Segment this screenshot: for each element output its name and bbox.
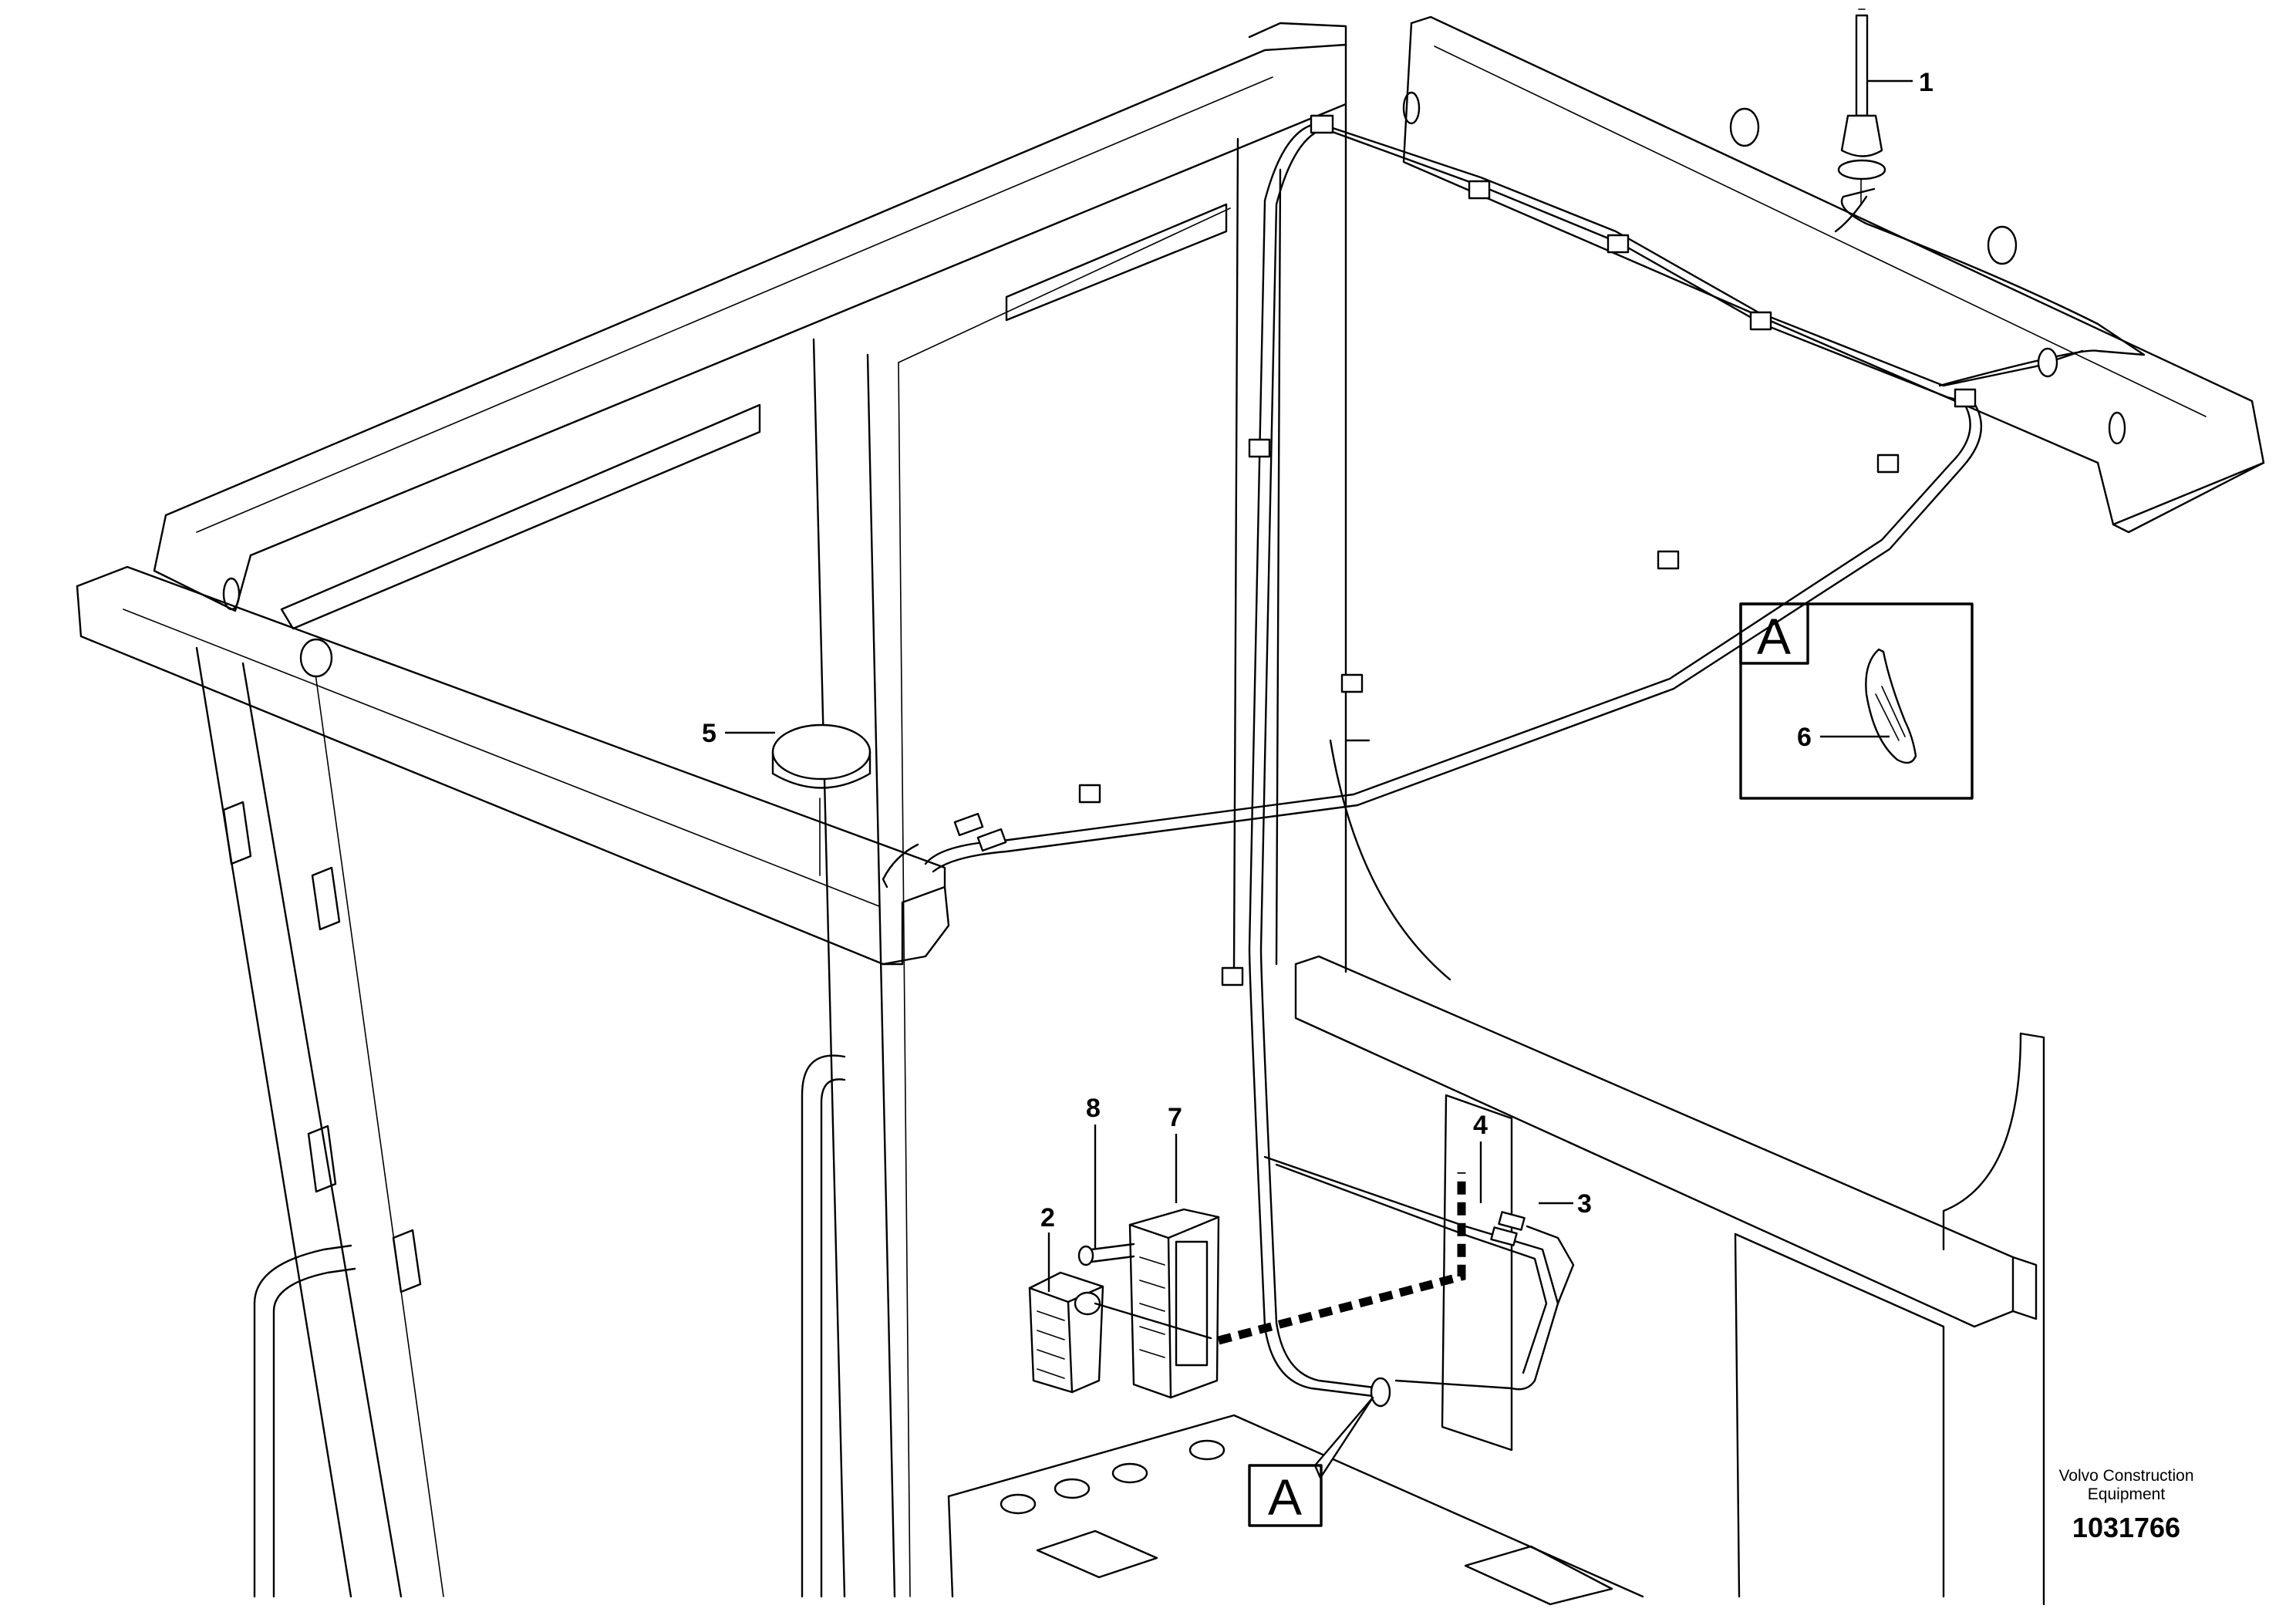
callout-8: 8 xyxy=(1086,1094,1101,1123)
detail-a-marker: A xyxy=(1248,1464,1323,1527)
callout-7: 7 xyxy=(1168,1103,1182,1132)
publisher-line-2: Equipment xyxy=(2087,1485,2166,1503)
callout-1: 1 xyxy=(1919,68,1934,97)
figure-number: 1031766 xyxy=(2072,1512,2181,1543)
callout-5: 5 xyxy=(702,719,716,748)
callout-6: 6 xyxy=(1797,723,1812,752)
connectors xyxy=(1490,1211,1575,1305)
publisher-caption: Volvo Construction Equipment xyxy=(2034,1467,2219,1504)
cab-frame xyxy=(76,15,2265,1606)
antenna xyxy=(1837,8,1886,205)
control-unit xyxy=(1128,1208,1220,1399)
marker-a-label: A xyxy=(1268,1469,1302,1526)
wire-harness xyxy=(882,114,2146,1408)
cover-plate xyxy=(771,723,872,876)
callout-2: 2 xyxy=(1040,1203,1055,1233)
detail-a-box: A xyxy=(1739,602,1974,800)
leader-lines xyxy=(725,79,1913,1479)
module-box xyxy=(1028,1271,1212,1394)
publisher-line-1: Volvo Construction xyxy=(2058,1467,2194,1485)
cable-tie-icon xyxy=(1865,648,1917,764)
bolt xyxy=(1077,1243,1135,1266)
callout-3: 3 xyxy=(1577,1189,1592,1219)
cable-route-dashed xyxy=(1217,1172,1466,1345)
callout-4: 4 xyxy=(1473,1111,1488,1140)
detail-a-label: A xyxy=(1757,608,1791,665)
callout-labels: 1 2 3 4 5 6 7 8 xyxy=(702,68,1934,1233)
